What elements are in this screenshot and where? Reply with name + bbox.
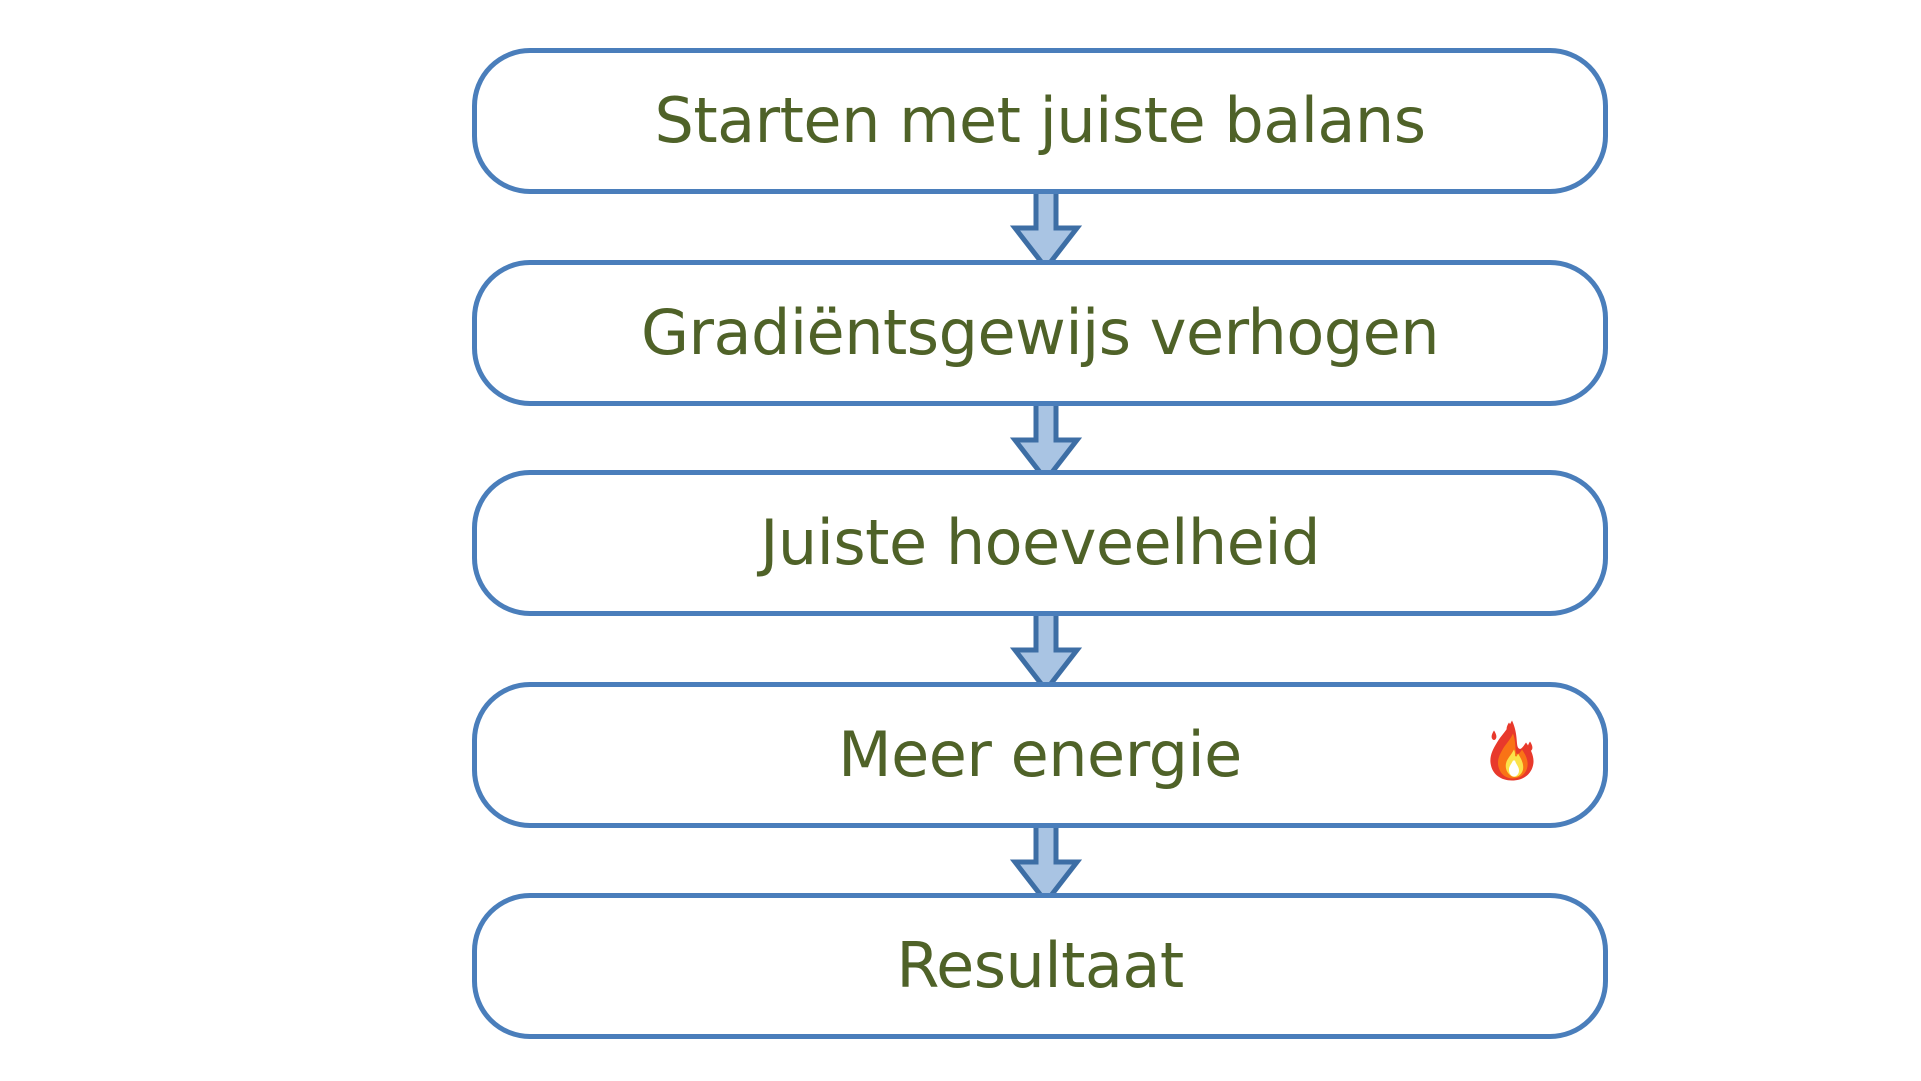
node-content: Juiste hoeveelheid [477, 512, 1603, 574]
node-label: Resultaat [896, 929, 1184, 1002]
node-label: Gradiëntsgewijs verhogen [640, 296, 1440, 369]
node-content: Starten met juiste balans [477, 90, 1603, 152]
node-content: Resultaat [477, 935, 1603, 997]
node-content: Meer energie [477, 718, 1603, 791]
flow-node-gradientsgewijs-verhogen[interactable]: Gradiëntsgewijs verhogen [472, 260, 1608, 406]
flow-node-resultaat[interactable]: Resultaat [472, 893, 1608, 1039]
node-label: Starten met juiste balans [654, 84, 1426, 157]
flow-node-meer-energie[interactable]: Meer energie [472, 682, 1608, 828]
node-label: Juiste hoeveelheid [760, 506, 1320, 579]
flow-node-juiste-hoeveelheid[interactable]: Juiste hoeveelheid [472, 470, 1608, 616]
node-label: Meer energie [838, 718, 1242, 791]
flow-node-starten-met-juiste-balans[interactable]: Starten met juiste balans [472, 48, 1608, 194]
node-content: Gradiëntsgewijs verhogen [477, 302, 1603, 364]
fire-emoji [1485, 720, 1539, 791]
